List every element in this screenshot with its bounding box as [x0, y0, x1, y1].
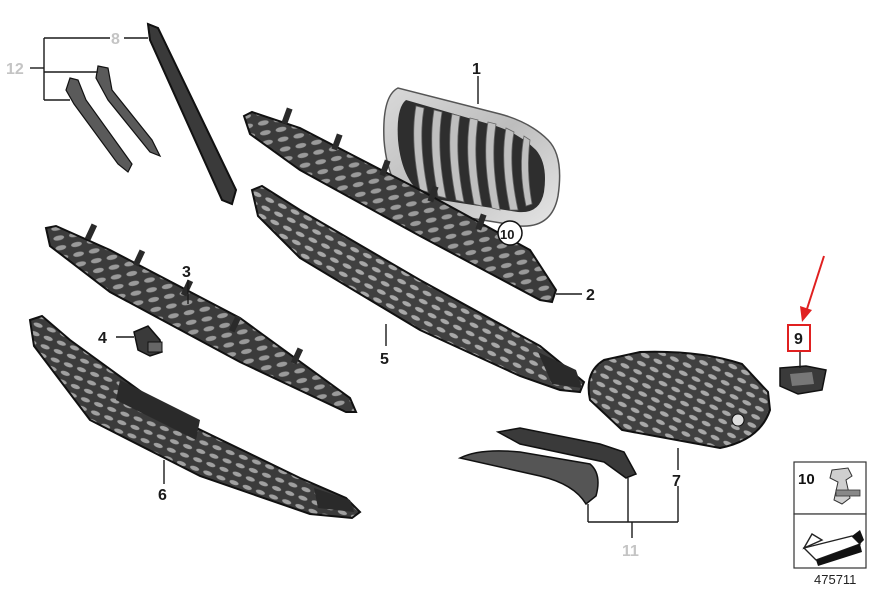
callout-4: 4	[98, 330, 107, 347]
callout-10-circled: 10	[497, 220, 523, 246]
red-arrow	[800, 255, 825, 322]
upper-grille-strip	[242, 107, 558, 304]
callout-9-highlight: 9	[787, 324, 811, 352]
callout-9: 9	[794, 331, 803, 348]
small-cover-piece	[779, 365, 827, 395]
small-clip	[133, 325, 163, 357]
callout-7: 7	[672, 473, 681, 490]
callout-6: 6	[158, 487, 167, 504]
callout-3: 3	[182, 264, 191, 281]
callout-5: 5	[380, 351, 389, 368]
trim-strip-upper-left	[65, 22, 238, 206]
clip-icon	[829, 467, 861, 505]
large-lower-grille	[28, 314, 362, 520]
callout-12: 12	[6, 61, 24, 78]
bracket-icon	[802, 530, 864, 566]
diagram-number: 475711	[814, 572, 856, 587]
callout-8: 8	[111, 31, 120, 48]
legend-box: 10	[793, 461, 867, 569]
middle-grille-strip	[44, 223, 358, 413]
leader-lines	[30, 37, 801, 538]
callout-2: 2	[586, 287, 595, 304]
lower-side-trims	[457, 427, 638, 506]
callout-11: 11	[622, 543, 639, 560]
callout-1: 1	[472, 61, 481, 78]
center-lower-grille	[250, 184, 586, 394]
kidney-grille	[383, 87, 561, 227]
callout-10: 10	[500, 227, 514, 242]
side-air-intake	[587, 350, 772, 450]
legend-label-10: 10	[798, 471, 815, 488]
